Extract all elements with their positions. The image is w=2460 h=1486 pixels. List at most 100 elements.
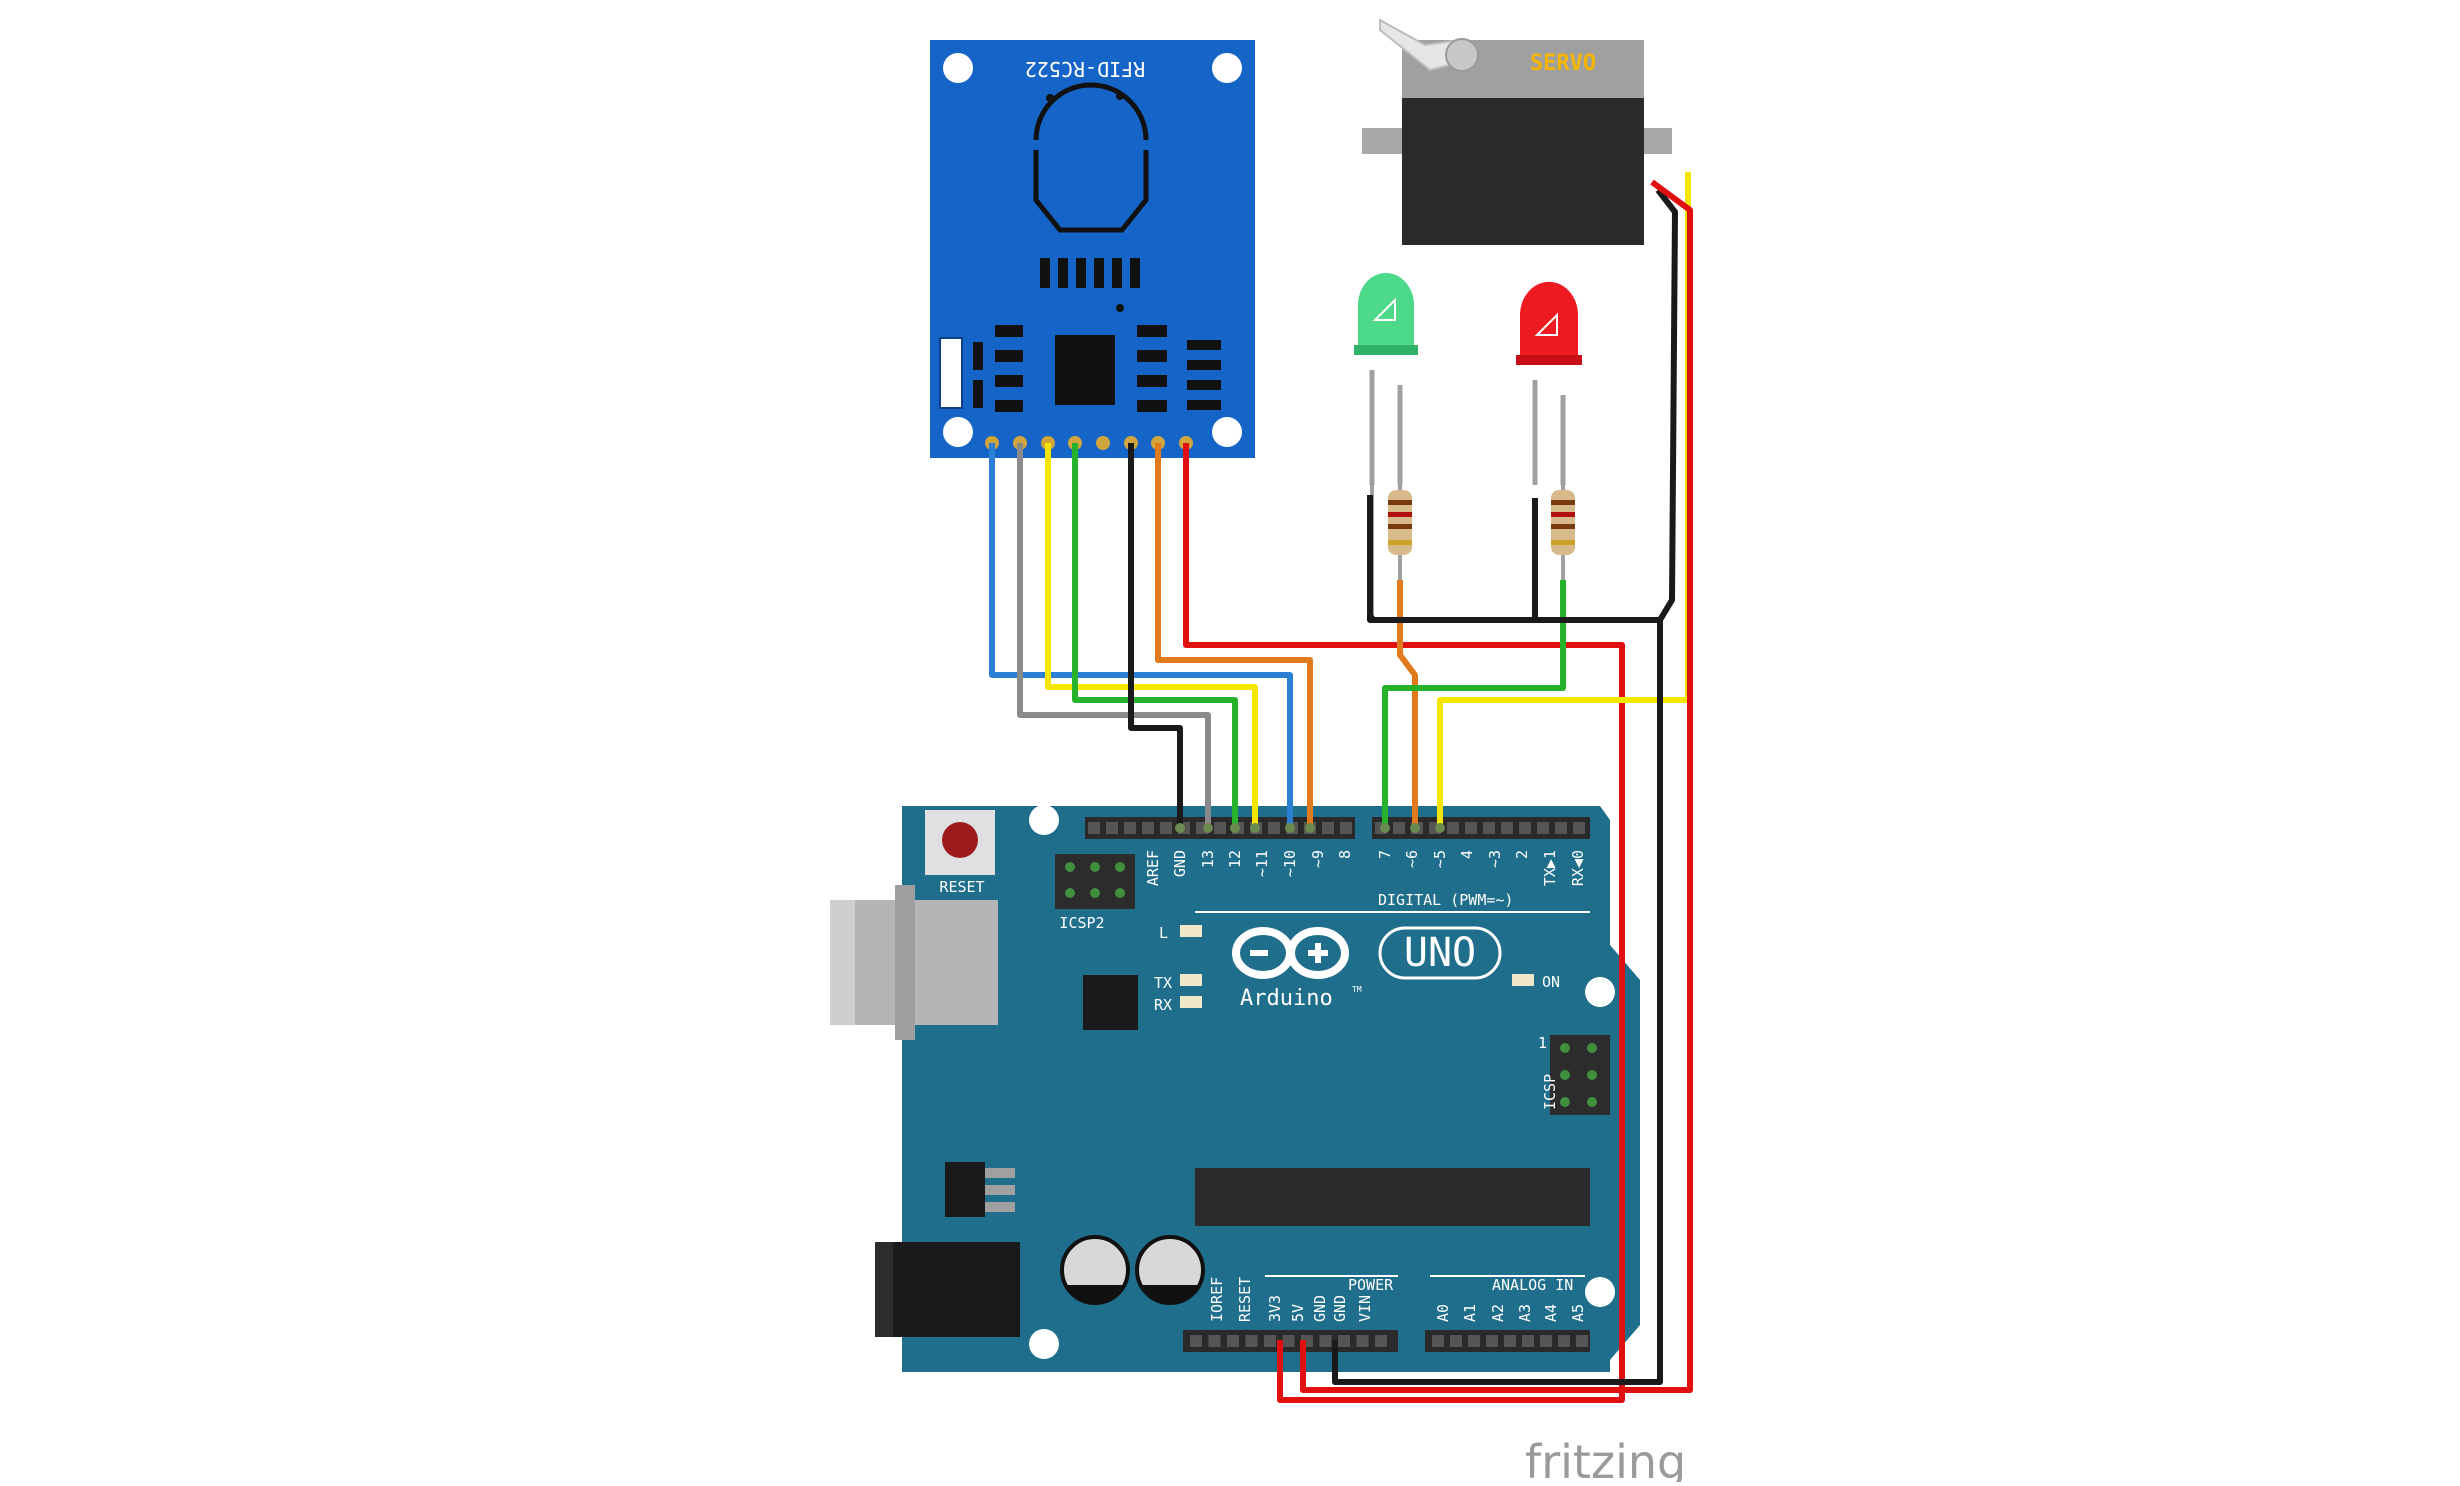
- header-pin: [1264, 1335, 1276, 1347]
- wire-yellow: [1045, 443, 1258, 828]
- header-pin: [1501, 822, 1513, 834]
- servo-motor: SERVO: [1362, 18, 1672, 245]
- digital-pin-label: 8: [1336, 850, 1354, 859]
- header-pin: [1124, 822, 1136, 834]
- arduino-uno-board: RESET ICSP2 L TX RX ON: [830, 805, 1640, 1372]
- header-pin: [1450, 1335, 1462, 1347]
- header-pin: [1504, 1335, 1516, 1347]
- arduino-brand: Arduino: [1240, 986, 1333, 1011]
- power-pin-label: GND: [1311, 1295, 1329, 1322]
- digital-pin-label: 4: [1458, 850, 1476, 859]
- header-pin: [1214, 822, 1226, 834]
- header-pin: [1142, 822, 1154, 834]
- header-pin: [1555, 822, 1567, 834]
- digital-pin-label: AREF: [1144, 850, 1162, 886]
- wire-green-led: [1382, 580, 1566, 828]
- analog-pin-label: A2: [1489, 1304, 1507, 1322]
- digital-pin-label: ~6: [1403, 850, 1421, 868]
- header-pin: [1519, 822, 1531, 834]
- uno-label: UNO: [1404, 930, 1476, 976]
- header-pin: [1558, 1335, 1570, 1347]
- resistor-1: [1370, 485, 1412, 620]
- header-pin: [1106, 822, 1118, 834]
- wire-orange: [1155, 443, 1313, 828]
- header-pin: [1537, 822, 1549, 834]
- digital-pin-label: 2: [1513, 850, 1531, 859]
- header-pin: [1268, 822, 1280, 834]
- digital-pin-label: GND: [1171, 850, 1189, 877]
- header-pin: [1486, 1335, 1498, 1347]
- wire-endpoints: [1175, 823, 1445, 833]
- header-pin: [1208, 1335, 1221, 1347]
- header-pin: [1573, 822, 1585, 834]
- header-pin: [1322, 822, 1334, 834]
- analog-pin-label: A5: [1569, 1304, 1587, 1322]
- reset-label: RESET: [939, 878, 984, 896]
- wire-black-servo: [1655, 188, 1678, 622]
- header-pin: [1088, 822, 1100, 834]
- header-pin: [1319, 1335, 1332, 1347]
- wire-red-servo-5v: [1300, 179, 1693, 1393]
- power-pin-label: VIN: [1356, 1295, 1374, 1322]
- header-pin: [1245, 1335, 1258, 1347]
- led-l-label: L: [1159, 924, 1168, 942]
- icsp-pin1: 1: [1538, 1034, 1547, 1052]
- wire-red-3v3: [1183, 443, 1625, 1403]
- arduino-tm: TM: [1352, 985, 1362, 994]
- led-rx-label: RX: [1154, 996, 1172, 1014]
- red-led: [1516, 281, 1582, 485]
- digital-pin-label: RX◀0: [1569, 850, 1587, 886]
- led-on-label: ON: [1542, 973, 1560, 991]
- header-pin: [1160, 822, 1172, 834]
- green-led: [1354, 273, 1418, 485]
- digital-pin-label: ~10: [1281, 850, 1299, 877]
- header-pin: [1338, 1335, 1350, 1347]
- rfid-module: RFID-RC522: [930, 40, 1255, 458]
- digital-pin-label: ~11: [1253, 850, 1271, 877]
- digital-pin-label: ~3: [1486, 850, 1504, 868]
- power-label: POWER: [1348, 1276, 1394, 1294]
- wire-gray: [1017, 443, 1211, 828]
- digital-pin-label: ~9: [1309, 850, 1327, 868]
- led-tx-label: TX: [1154, 974, 1172, 992]
- header-pin: [1432, 1335, 1444, 1347]
- arduino-logo: [1232, 927, 1349, 979]
- wire-blue: [989, 443, 1293, 828]
- header-pin: [1447, 822, 1459, 834]
- header-pin: [1340, 822, 1352, 834]
- icsp-label: ICSP: [1541, 1074, 1559, 1110]
- wires: [989, 172, 1693, 1403]
- power-pin-label: 5V: [1289, 1304, 1307, 1322]
- header-pin: [1465, 822, 1477, 834]
- header-pin: [1282, 1335, 1295, 1347]
- icsp2-label: ICSP2: [1059, 914, 1104, 932]
- header-pin: [1468, 1335, 1480, 1347]
- analog-pin-label: A4: [1542, 1304, 1560, 1322]
- header-pin: [1522, 1335, 1534, 1347]
- header-pin: [1483, 822, 1495, 834]
- digital-label: DIGITAL (PWM=~): [1378, 891, 1513, 909]
- rfid-label: RFID-RC522: [1025, 57, 1145, 81]
- digital-pin-label: 13: [1199, 850, 1217, 868]
- wire-black: [1128, 443, 1183, 828]
- servo-label: SERVO: [1530, 51, 1596, 76]
- power-pin-label: RESET: [1236, 1277, 1254, 1322]
- analog-pin-label: A0: [1434, 1304, 1452, 1322]
- header-pin: [1190, 1335, 1202, 1347]
- power-pin-label: IOREF: [1208, 1277, 1226, 1322]
- header-pin: [1393, 822, 1405, 834]
- header-pin: [1540, 1335, 1552, 1347]
- header-pin: [1227, 1335, 1239, 1347]
- header-pin: [1576, 1335, 1588, 1347]
- wire-black-gnd-bus: [1332, 495, 1663, 1385]
- analog-label: ANALOG IN: [1492, 1276, 1573, 1294]
- digital-pin-label: 7: [1376, 850, 1394, 859]
- header-pin: [1356, 1335, 1369, 1347]
- resistor-2: [1551, 485, 1575, 580]
- header-pin: [1375, 1335, 1387, 1347]
- fritzing-watermark: fritzing: [1525, 1435, 1686, 1482]
